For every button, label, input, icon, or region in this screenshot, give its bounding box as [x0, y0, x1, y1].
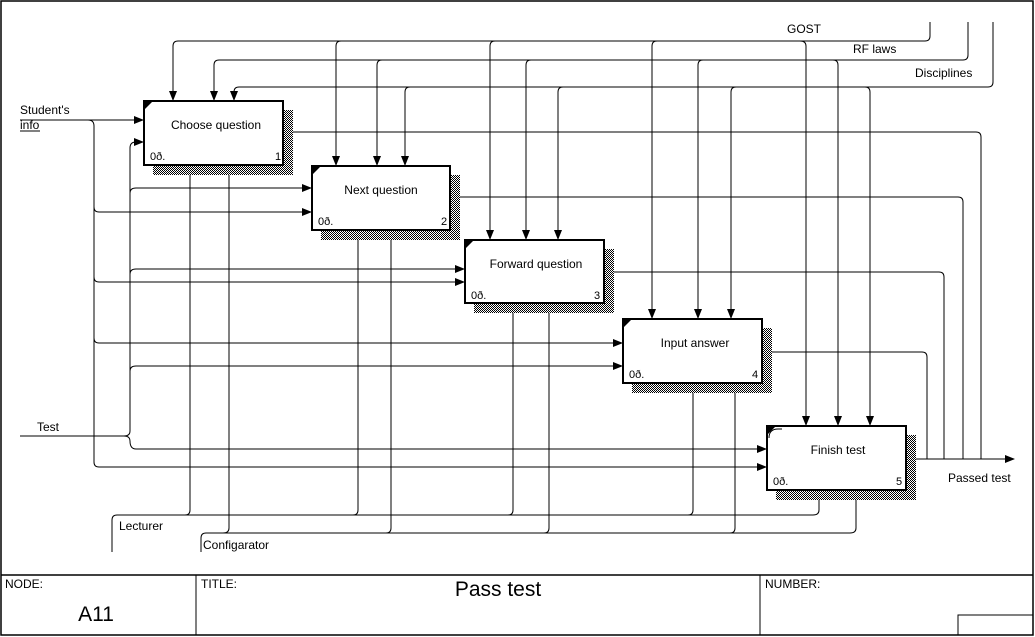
box-title: Forward question	[490, 257, 583, 271]
corner-cell	[957, 614, 1034, 636]
input-label-students-info-line2: info	[20, 118, 40, 132]
box-number: 4	[752, 369, 758, 381]
box-cost: 0ð.	[318, 216, 333, 228]
title-block: NODE: A11 TITLE: Pass test NUMBER:	[1, 574, 1034, 636]
corner-mark-icon	[465, 240, 474, 249]
box-cost: 0ð.	[773, 476, 788, 488]
control-arrows	[169, 22, 994, 426]
control-label-rf-laws: RF laws	[853, 42, 896, 56]
box-title: Next question	[344, 183, 417, 197]
node-value: A11	[78, 603, 114, 626]
mechanism-arrows	[111, 164, 860, 552]
box-number: 1	[275, 151, 281, 163]
node-label: NODE:	[5, 577, 43, 591]
box-title: Finish test	[811, 443, 866, 457]
activity-box-5[interactable]: Finish test 0ð. 5	[766, 425, 916, 500]
input-label-students-info-line1: Student's	[20, 103, 70, 117]
activity-box-2[interactable]: Next question 0ð. 2	[311, 165, 460, 240]
output-arrows	[283, 131, 1015, 463]
box-title: Choose question	[171, 118, 261, 132]
corner-mark-icon	[144, 101, 153, 110]
box-number: 2	[441, 216, 447, 228]
box-number: 5	[896, 476, 902, 488]
number-label: NUMBER:	[765, 577, 820, 591]
activity-box-1[interactable]: Choose question 0ð. 1	[143, 100, 293, 175]
box-title: Input answer	[661, 336, 730, 350]
output-label-passed-test: Passed test	[948, 471, 1011, 485]
input-arrows	[20, 116, 767, 471]
activity-box-4[interactable]: Input answer 0ð. 4	[622, 318, 772, 393]
page-title: Pass test	[455, 578, 542, 601]
corner-mark-icon	[312, 166, 321, 175]
title-label: TITLE:	[201, 577, 237, 591]
control-label-gost: GOST	[787, 22, 822, 36]
corner-mark-icon	[623, 319, 632, 328]
input-label-test: Test	[37, 420, 60, 434]
box-number: 3	[594, 290, 600, 302]
tunnel-mark-icon	[768, 428, 782, 439]
mechanism-label-lecturer: Lecturer	[119, 519, 163, 533]
box-cost: 0ð.	[629, 369, 644, 381]
box-cost: 0ð.	[150, 151, 165, 163]
box-cost: 0ð.	[471, 290, 486, 302]
control-label-disciplines: Disciplines	[915, 66, 972, 80]
mechanism-label-configurator: Configarator	[203, 538, 269, 552]
activity-box-3[interactable]: Forward question 0ð. 3	[464, 239, 614, 313]
